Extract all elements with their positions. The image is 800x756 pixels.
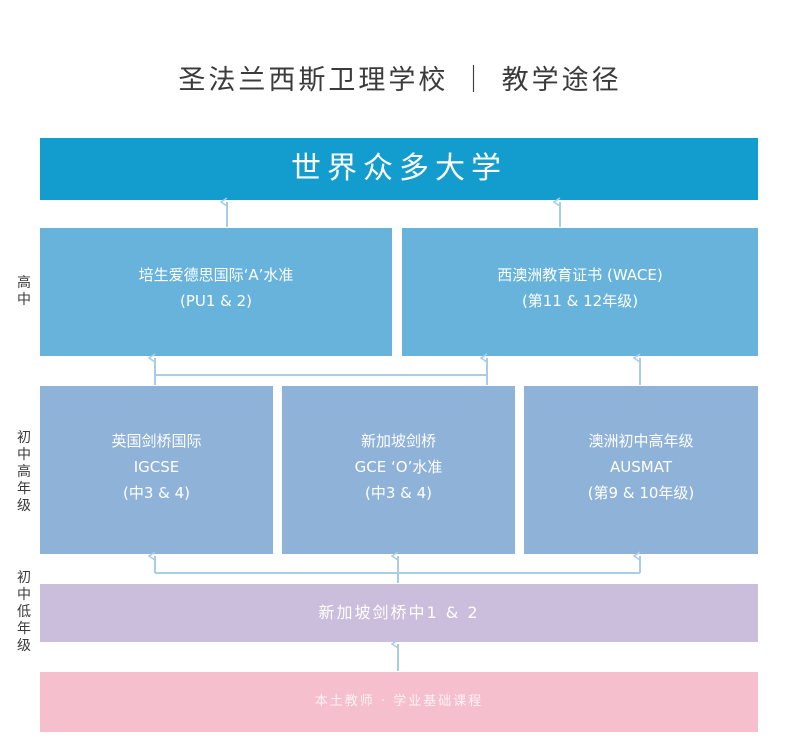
stage-label-upper-secondary: 初中高年级 <box>17 430 31 514</box>
foundation-label: 本土教师 · 学业基础课程 <box>314 694 484 709</box>
lower-secondary-label: 新加坡剑桥中1 & 2 <box>318 603 480 622</box>
foundation-box: 本土教师 · 学业基础课程 <box>40 672 758 732</box>
a-level-years: (PU1 & 2) <box>179 292 253 310</box>
wace-title: 西澳洲教育证书 (WACE) <box>497 266 663 284</box>
a-level-box: 培生爱德思国际‘A’水准 (PU1 & 2) <box>40 228 392 356</box>
stage-label-high-school: 高中 <box>17 275 31 308</box>
ausmat-years: (第9 & 10年级) <box>587 484 695 502</box>
page-title: 圣法兰西斯卫理学校 ｜ 教学途径 <box>178 65 622 96</box>
ausmat-box: 澳洲初中高年级 AUSMAT (第9 & 10年级) <box>524 386 758 554</box>
destination-label: 世界众多大学 <box>291 151 507 186</box>
gce-years: (中3 & 4) <box>364 484 433 502</box>
lower-secondary-box: 新加坡剑桥中1 & 2 <box>40 584 758 642</box>
destination-banner: 世界众多大学 <box>40 138 758 200</box>
igcse-provider: 英国剑桥国际 <box>111 432 202 450</box>
igcse-title: IGCSE <box>133 458 180 476</box>
stage-label-lower-secondary: 初中低年级 <box>17 570 31 654</box>
ausmat-provider: 澳洲初中高年级 <box>588 432 694 450</box>
wace-years: (第11 & 12年级) <box>521 292 639 310</box>
ausmat-title: AUSMAT <box>610 458 672 476</box>
gce-title: GCE ‘O’水准 <box>354 458 443 476</box>
a-level-title: 培生爱德思国际‘A’水准 <box>138 266 294 284</box>
gce-box: 新加坡剑桥 GCE ‘O’水准 (中3 & 4) <box>282 386 515 554</box>
wace-box: 西澳洲教育证书 (WACE) (第11 & 12年级) <box>402 228 758 356</box>
gce-provider: 新加坡剑桥 <box>360 432 436 450</box>
igcse-years: (中3 & 4) <box>122 484 191 502</box>
igcse-box: 英国剑桥国际 IGCSE (中3 & 4) <box>40 386 273 554</box>
